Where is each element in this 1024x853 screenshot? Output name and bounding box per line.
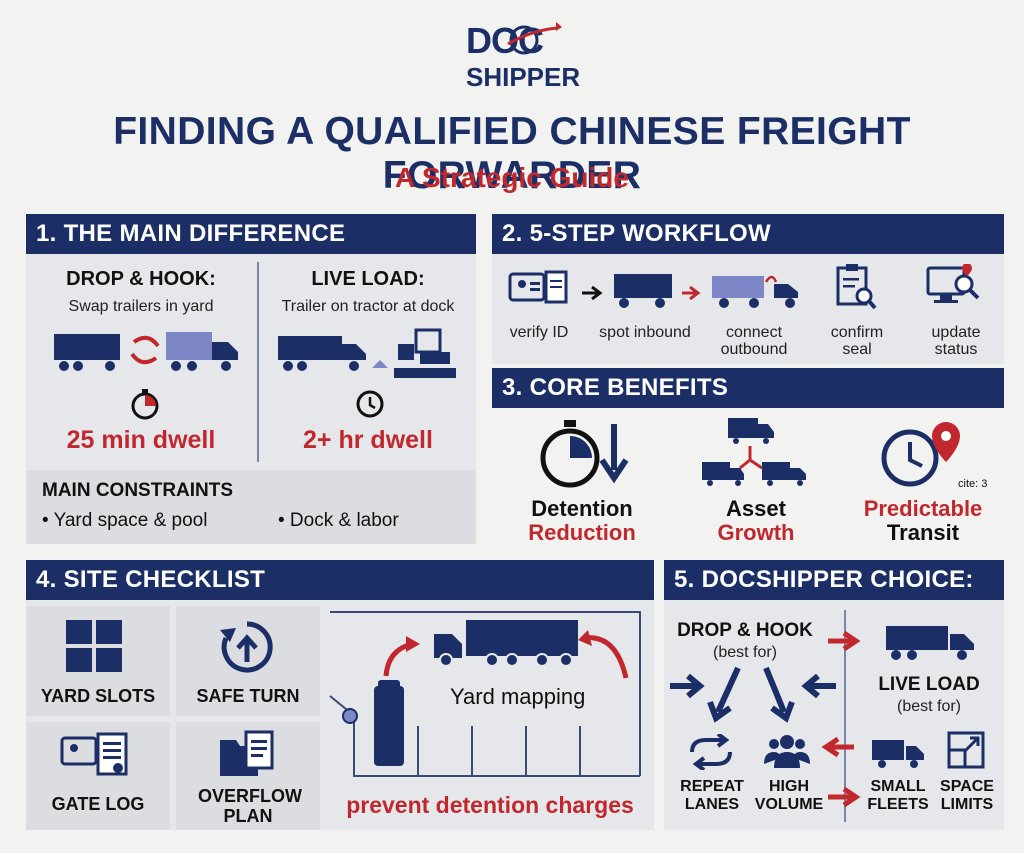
detention-footer: prevent detention charges [346, 792, 634, 818]
workflow-step: verify ID [509, 324, 569, 341]
drop-hook-choice-title: DROP & HOOK [677, 620, 813, 641]
constraint-item: • Yard space & pool [42, 510, 208, 531]
constraints-box: MAIN CONSTRAINTS • Yard space & pool • D… [26, 470, 476, 544]
constraints-title: MAIN CONSTRAINTS [42, 480, 234, 501]
yard-mapping-label: Yard mapping [450, 684, 586, 709]
id-document-icon [60, 732, 128, 776]
benefit-line2: Reduction [528, 520, 636, 545]
section5-divider [844, 610, 846, 822]
benefit-line1: Detention [531, 496, 633, 521]
clock-icon [356, 390, 384, 418]
id-card-icon [508, 270, 568, 304]
checklist-card: SAFE TURN [176, 606, 320, 716]
live-load-choice-title: LIVE LOAD [878, 674, 980, 695]
page-subtitle: A Strategic Guide [395, 162, 629, 193]
section1-header: 1. THE MAIN DIFFERENCE [26, 214, 476, 254]
workflow-step: update status [931, 324, 981, 358]
drop-hook-column: DROP & HOOK: Swap trailers in yard 25 mi… [26, 258, 256, 468]
folder-document-icon [220, 730, 274, 776]
live-load-choice-sub: (best for) [896, 698, 961, 715]
grid-slots-icon [66, 620, 122, 672]
constraint-item: • Dock & labor [278, 510, 399, 531]
section4-header: 4. SITE CHECKLIST [26, 560, 654, 600]
logo-text-shipper: SHIPPER [466, 62, 581, 92]
checklist-label: OVERFLOW PLAN [198, 786, 302, 826]
yard-diagram [329, 611, 641, 777]
truck-icon [886, 626, 974, 660]
section3-header: 3. CORE BENEFITS [492, 368, 1004, 408]
converging-arrows-icon [670, 666, 836, 723]
truck-network-icon [702, 418, 806, 486]
benefit-line1: Predictable [863, 496, 983, 521]
section5-header: 5. DOCSHIPPER CHOICE: [664, 560, 1004, 600]
clock-location-pin-icon [881, 422, 960, 487]
checklist-label: GATE LOG [51, 794, 145, 814]
yard-mapping-box: Yard mapping prevent detention charges [326, 606, 654, 830]
choice-label: SMALL FLEETS [867, 778, 929, 813]
section4-panel: 4. SITE CHECKLIST YARD SLOTS SAFE TURN G… [26, 560, 654, 830]
benefit-line2: Growth [717, 520, 795, 545]
expand-space-icon [947, 731, 985, 769]
arrow-left-red-icon [821, 736, 854, 758]
small-truck-icon [872, 740, 924, 768]
benefit-line2: Transit [886, 520, 960, 545]
live-load-column: LIVE LOAD: Trailer on tractor at dock 2+… [260, 258, 476, 468]
drop-hook-desc: Swap trailers in yard [68, 298, 214, 315]
page-title: FINDING A QUALIFIED CHINESE FREIGHT FORW… [113, 110, 911, 197]
section1-panel: 1. THE MAIN DIFFERENCE DROP & HOOK: Swap… [26, 214, 476, 544]
section5-panel: 5. DOCSHIPPER CHOICE: DROP & HOOK (best … [664, 560, 1004, 830]
connected-truck-icon [712, 275, 798, 308]
logo-text-doc: DOC [466, 20, 544, 61]
section2-header: 2. 5-STEP WORKFLOW [492, 214, 1004, 254]
live-load-dwell: 2+ hr dwell [303, 426, 433, 454]
section3-panel: 3. CORE BENEFITS cite: 3 Detention Reduc… [492, 368, 1004, 545]
arrow-right-red-icon [682, 286, 701, 300]
workflow-step: spot inbound [599, 324, 691, 341]
drop-hook-title: DROP & HOOK: [66, 268, 216, 290]
section1-divider [257, 262, 259, 462]
checklist-label: SAFE TURN [196, 686, 300, 706]
choice-label: REPEAT LANES [680, 778, 744, 813]
live-load-desc: Trailer on tractor at dock [281, 298, 455, 315]
repeat-icon [690, 734, 732, 770]
stopwatch-icon [131, 389, 159, 420]
logo: DOC SHIPPER [462, 14, 580, 94]
turn-arrow-icon [220, 621, 273, 673]
choice-label: HIGH VOLUME [754, 778, 824, 813]
group-people-icon [764, 735, 810, 768]
workflow-step: confirm seal [830, 324, 884, 358]
workflow-step: connect outbound [720, 324, 788, 358]
arrow-right-red-icon [828, 786, 861, 808]
globe-plane-icon [507, 22, 562, 55]
benefit-line1: Asset [726, 496, 786, 521]
arrow-right-icon [582, 286, 603, 300]
checklist-card: YARD SLOTS [26, 606, 170, 716]
monitor-search-icon [926, 264, 980, 303]
truck-dock-forklift-icon [278, 328, 456, 378]
trailer-swap-icon [54, 332, 238, 371]
cite-note: cite: 3 [958, 478, 988, 490]
drop-hook-dwell: 25 min dwell [66, 426, 216, 454]
choice-label: SPACE LIMITS [940, 778, 994, 813]
drop-hook-choice-sub: (best for) [712, 644, 777, 661]
stopwatch-down-arrow-icon [540, 420, 629, 488]
trailer-icon [614, 274, 672, 308]
checklist-card: GATE LOG [26, 722, 170, 830]
checklist-label: YARD SLOTS [40, 686, 156, 706]
section2-panel: 2. 5-STEP WORKFLOW verify ID spot inbou [492, 214, 1004, 364]
checklist-card: OVERFLOW PLAN [176, 722, 320, 830]
arrow-right-red-icon [828, 630, 861, 652]
clipboard-search-icon [836, 264, 877, 310]
live-load-title: LIVE LOAD: [311, 268, 425, 290]
